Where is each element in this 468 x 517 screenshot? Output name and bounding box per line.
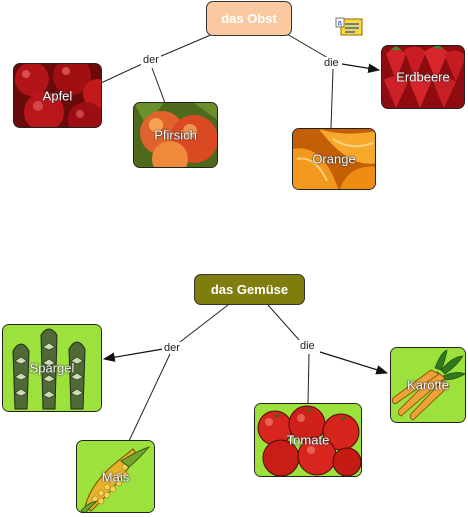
node-pfirsich-label: Pfirsich bbox=[154, 127, 197, 143]
line-gemuese-die bbox=[267, 304, 301, 342]
line-obst-die bbox=[286, 33, 329, 59]
carrot-image bbox=[391, 348, 465, 422]
concept-das-obst[interactable]: das Obst bbox=[206, 1, 292, 36]
note-icon[interactable]: a bbox=[335, 17, 363, 37]
peach-image bbox=[134, 103, 217, 167]
node-mais[interactable]: Mais bbox=[76, 440, 155, 513]
link-label-obst-der: der bbox=[141, 54, 161, 66]
node-pfirsich[interactable]: Pfirsich bbox=[133, 102, 218, 168]
node-spargel[interactable]: Spargel bbox=[2, 324, 102, 412]
node-tomate-label: Tomate bbox=[286, 432, 330, 448]
concept-das-gemuese-label: das Gemüse bbox=[210, 282, 289, 297]
node-karotte-label: Karotte bbox=[407, 377, 449, 393]
line-gemuese-der bbox=[179, 304, 229, 343]
link-label-gemuese-der: der bbox=[162, 342, 182, 354]
strawberry-image bbox=[382, 46, 464, 108]
corn-image bbox=[77, 441, 154, 512]
concept-das-obst-label: das Obst bbox=[221, 11, 277, 26]
orange-image bbox=[293, 129, 375, 189]
line-die-erdbeere bbox=[341, 63, 381, 74]
line-der-apfel bbox=[100, 63, 143, 84]
asparagus-image bbox=[3, 325, 101, 411]
node-tomate[interactable]: Tomate bbox=[254, 403, 362, 477]
node-apfel-label: Apfel bbox=[42, 88, 73, 103]
line-die-karotte bbox=[319, 351, 389, 375]
node-erdbeere-label: Erdbeere bbox=[396, 69, 450, 85]
link-label-gemuese-die: die bbox=[298, 340, 317, 352]
node-karotte[interactable]: Karotte bbox=[390, 347, 466, 423]
line-die-orange bbox=[330, 68, 334, 129]
node-orange-label: Orange bbox=[312, 151, 356, 167]
node-spargel-label: Spargel bbox=[29, 360, 75, 376]
line-der-pfirsich bbox=[151, 67, 166, 104]
line-der-spargel bbox=[102, 348, 164, 362]
line-obst-der bbox=[151, 33, 214, 61]
link-label-obst-die: die bbox=[322, 57, 341, 69]
node-apfel[interactable]: Apfel bbox=[13, 63, 102, 128]
node-mais-label: Mais bbox=[101, 469, 130, 484]
node-orange[interactable]: Orange bbox=[292, 128, 376, 190]
line-der-mais bbox=[128, 353, 171, 442]
tomato-image bbox=[255, 404, 361, 476]
concept-das-gemuese[interactable]: das Gemüse bbox=[194, 274, 305, 305]
svg-text:a: a bbox=[338, 19, 343, 28]
apple-image bbox=[14, 64, 101, 127]
line-die-tomate bbox=[307, 353, 310, 404]
node-erdbeere[interactable]: Erdbeere bbox=[381, 45, 465, 109]
